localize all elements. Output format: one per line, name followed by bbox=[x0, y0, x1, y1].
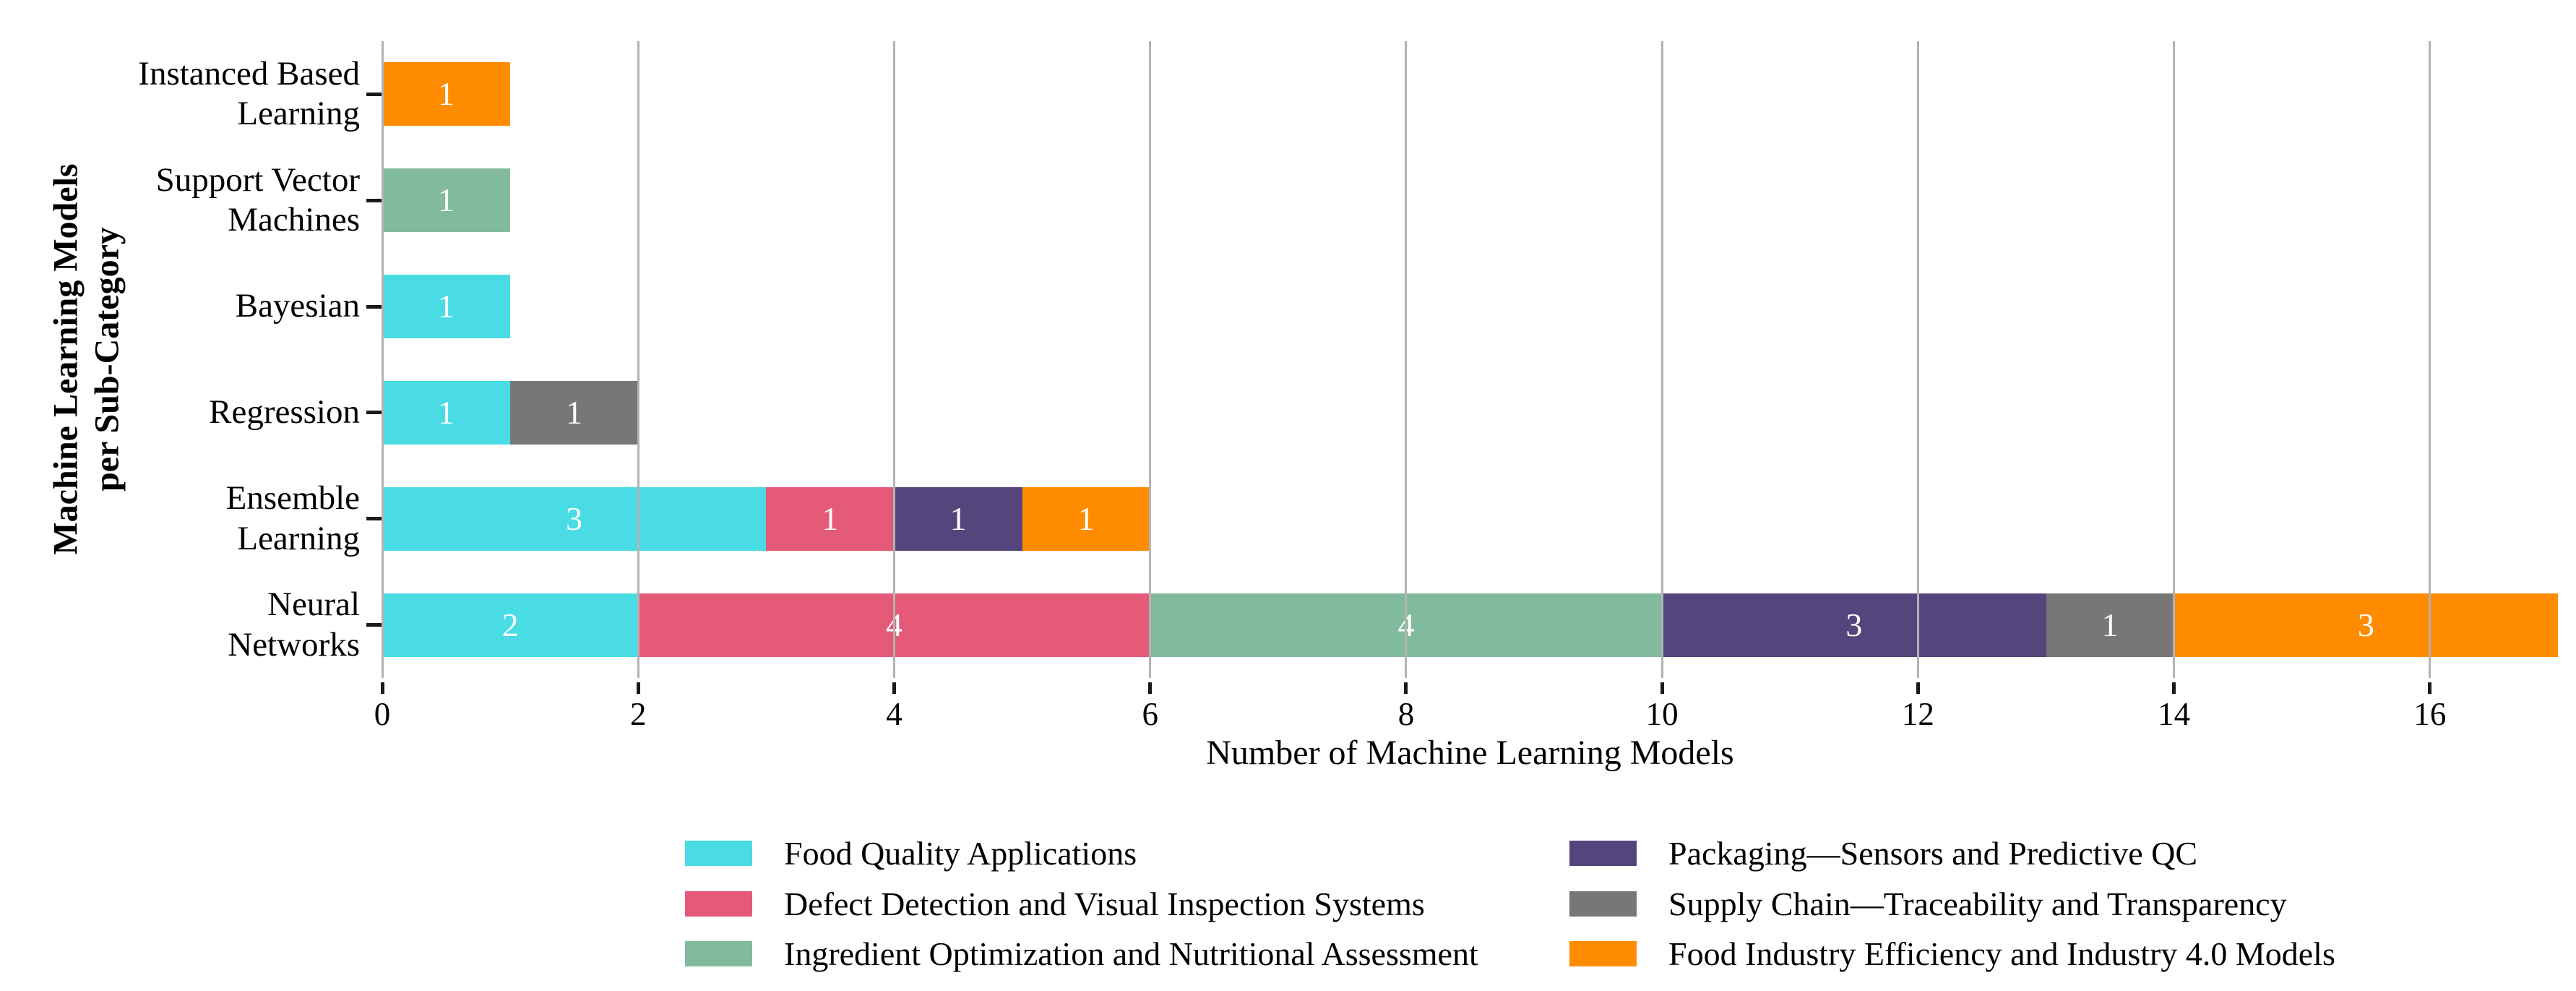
bar-segment: 3 bbox=[382, 486, 767, 551]
bar-segment: 1 bbox=[510, 380, 639, 445]
gridline bbox=[1916, 41, 1919, 678]
x-axis-tick bbox=[2172, 682, 2176, 694]
legend-item: Food Quality Applications bbox=[685, 833, 1137, 873]
x-axis-title: Number of Machine Learning Models bbox=[1206, 734, 1734, 772]
y-axis-tick bbox=[366, 198, 382, 202]
x-tick-label: 2 bbox=[629, 696, 647, 732]
bar-segment: 3 bbox=[1662, 593, 2046, 657]
legend-swatch bbox=[685, 940, 752, 966]
bar-segment: 1 bbox=[382, 62, 511, 126]
legend-item: Packaging—Sensors and Predictive QC bbox=[1569, 833, 2197, 873]
y-axis-tick bbox=[366, 411, 382, 415]
x-axis-tick bbox=[892, 682, 896, 694]
bar-segment-label: 1 bbox=[438, 393, 455, 431]
legend-label: Ingredient Optimization and Nutritional … bbox=[784, 935, 1478, 972]
x-tick-label: 10 bbox=[1645, 696, 1679, 732]
bar-segment-label: 3 bbox=[566, 499, 583, 537]
legend-label: Packaging—Sensors and Predictive QC bbox=[1668, 834, 2198, 872]
y-axis-tick bbox=[366, 304, 382, 309]
x-axis-tick bbox=[380, 682, 384, 694]
y-category-label: Instanced Based Learning bbox=[138, 54, 360, 133]
bar-segment-label: 3 bbox=[2357, 606, 2374, 643]
bar-segment: 1 bbox=[1022, 486, 1150, 551]
bar-segment-label: 1 bbox=[1077, 499, 1095, 537]
gridline bbox=[1149, 41, 1152, 678]
x-tick-label: 4 bbox=[886, 696, 903, 732]
bar-segment-label: 1 bbox=[438, 75, 455, 113]
y-category-label: Bayesian bbox=[235, 287, 360, 325]
x-tick-label: 6 bbox=[1142, 696, 1158, 732]
x-axis-tick bbox=[1404, 682, 1408, 694]
gridline bbox=[381, 41, 384, 678]
x-axis-tick bbox=[1916, 682, 1920, 694]
x-tick-label: 14 bbox=[2158, 696, 2191, 732]
gridline bbox=[1405, 41, 1408, 678]
legend-label: Food Industry Efficiency and Industry 4.… bbox=[1668, 935, 2335, 972]
legend-label: Defect Detection and Visual Inspection S… bbox=[784, 885, 1425, 922]
gridline bbox=[2429, 41, 2431, 678]
bar-segment-label: 2 bbox=[501, 606, 519, 643]
bar-segment-label: 1 bbox=[949, 499, 967, 537]
x-tick-label: 8 bbox=[1397, 696, 1415, 732]
x-tick-label: 0 bbox=[374, 696, 391, 732]
x-axis-tick bbox=[1660, 682, 1664, 694]
y-axis-tick bbox=[366, 517, 382, 521]
legend-swatch bbox=[1569, 891, 1637, 917]
legend-swatch bbox=[685, 891, 752, 917]
legend-swatch bbox=[1569, 940, 1637, 966]
bar-segment: 1 bbox=[766, 486, 895, 551]
bar-segment: 1 bbox=[894, 486, 1022, 551]
bar-segment-label: 1 bbox=[438, 181, 455, 219]
legend-item: Defect Detection and Visual Inspection S… bbox=[685, 883, 1425, 924]
legend-swatch bbox=[685, 840, 752, 866]
gridline bbox=[637, 41, 639, 678]
bar-segment-label: 1 bbox=[822, 499, 839, 537]
y-category-label: Neural Networks bbox=[228, 585, 360, 664]
y-axis-tick bbox=[366, 92, 382, 96]
x-tick-label: 12 bbox=[1901, 696, 1934, 732]
gridline bbox=[892, 41, 895, 678]
bar-segment: 1 bbox=[382, 380, 511, 445]
bar-segment: 3 bbox=[2174, 593, 2558, 657]
bar-segment-label: 1 bbox=[566, 393, 583, 431]
legend-item: Ingredient Optimization and Nutritional … bbox=[685, 933, 1478, 974]
legend-item: Supply Chain—Traceability and Transparen… bbox=[1569, 883, 2287, 924]
bar-segment: 1 bbox=[382, 168, 511, 233]
legend-item: Food Industry Efficiency and Industry 4.… bbox=[1569, 933, 2335, 974]
y-category-label: Ensemble Learning bbox=[225, 479, 360, 557]
legend-label: Supply Chain—Traceability and Transparen… bbox=[1668, 885, 2287, 922]
bar-segment-label: 3 bbox=[1845, 606, 1863, 643]
bar-segment: 2 bbox=[382, 593, 639, 657]
bar-segment: 1 bbox=[382, 275, 511, 339]
y-category-label: Regression bbox=[209, 393, 360, 432]
bar-segment: 1 bbox=[2046, 593, 2174, 657]
x-tick-label: 16 bbox=[2413, 696, 2447, 732]
bar-segment-label: 1 bbox=[2101, 606, 2119, 643]
x-axis-tick bbox=[2428, 682, 2432, 694]
legend-swatch bbox=[1569, 840, 1637, 866]
legend-label: Food Quality Applications bbox=[784, 834, 1137, 872]
y-axis-tick bbox=[366, 623, 382, 627]
x-axis-tick bbox=[1148, 682, 1153, 694]
gridline bbox=[2173, 41, 2176, 678]
bar-segment-label: 1 bbox=[438, 288, 455, 325]
y-category-label: Support Vector Machines bbox=[155, 160, 360, 239]
x-axis-tick bbox=[636, 682, 640, 694]
gridline bbox=[1660, 41, 1663, 678]
